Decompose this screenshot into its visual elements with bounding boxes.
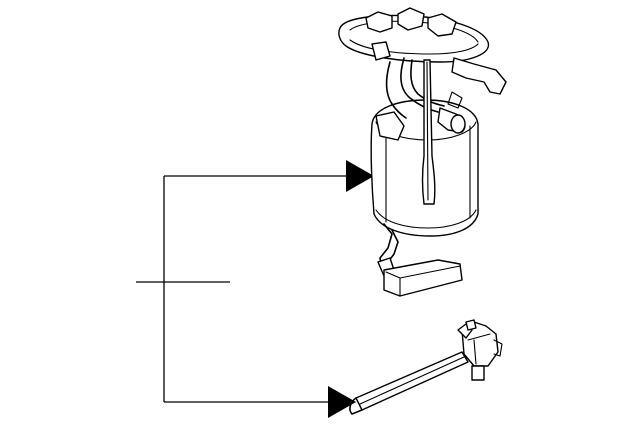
fuel-level-sender-icon <box>349 319 503 415</box>
fuel-pump-module-icon <box>338 7 507 297</box>
arrow-to-pump-icon <box>346 160 374 192</box>
arrow-to-sender-icon <box>328 386 356 418</box>
callout-bracket <box>136 160 374 418</box>
